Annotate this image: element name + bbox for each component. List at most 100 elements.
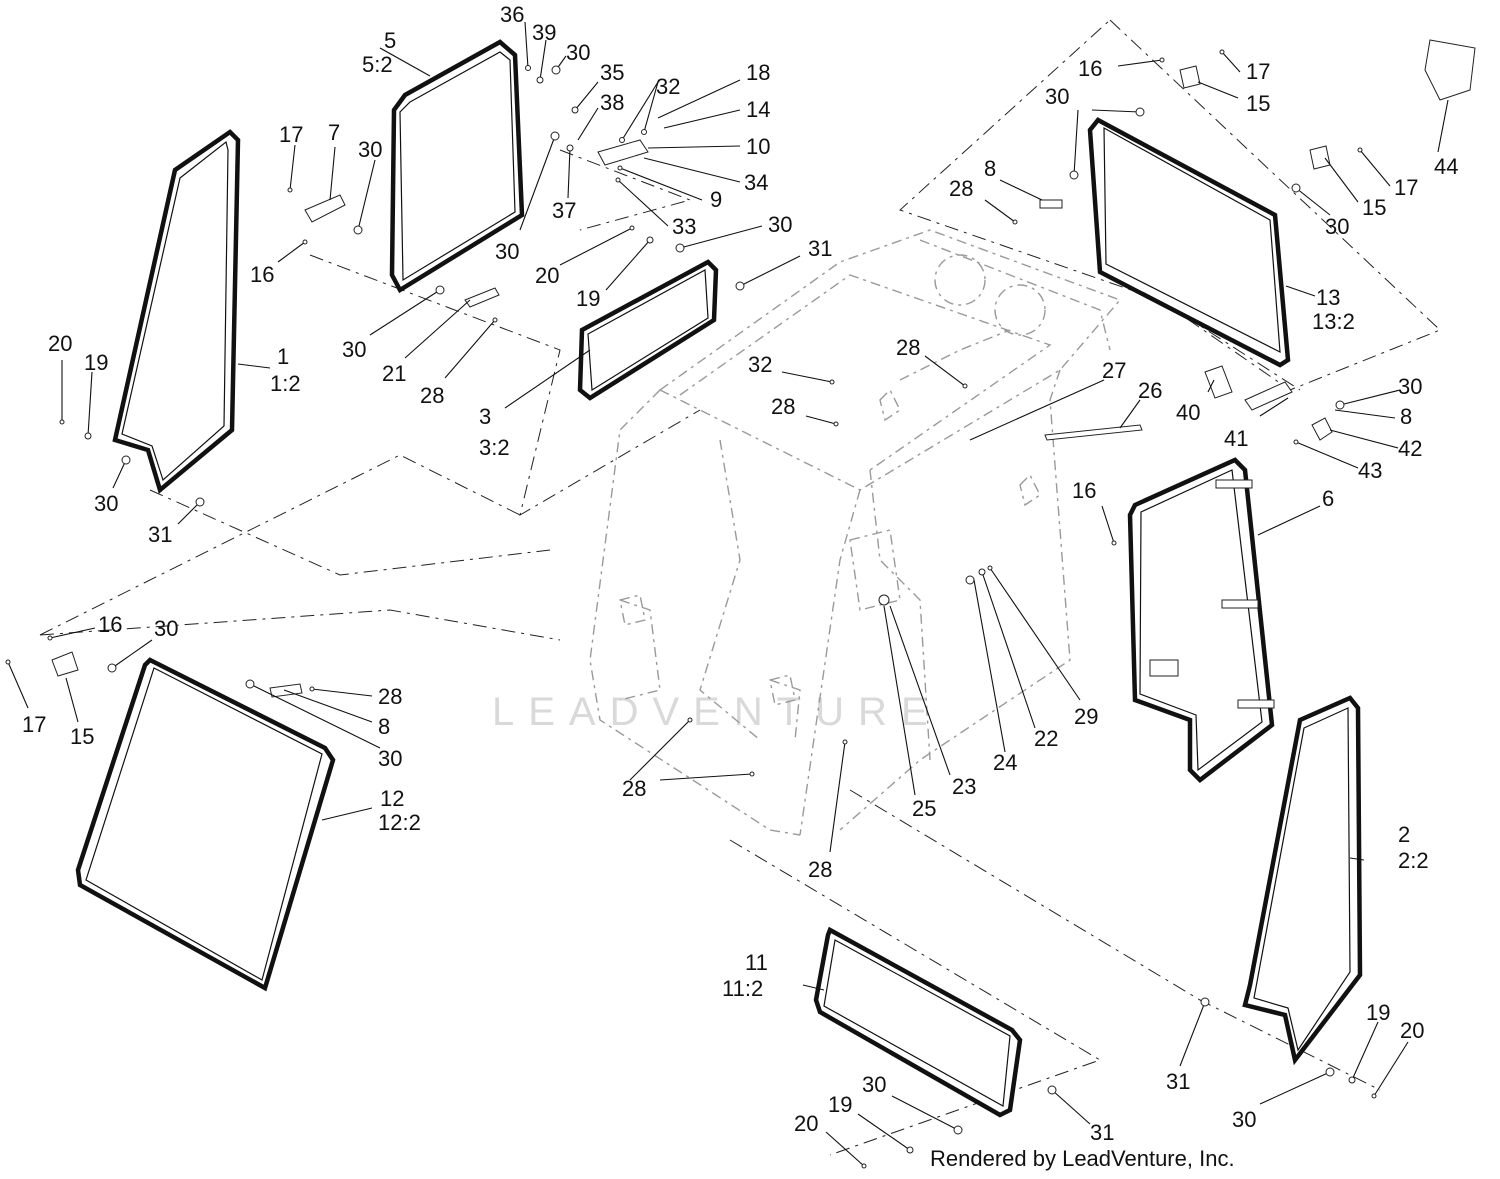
callout-22: 22 (1034, 726, 1058, 751)
bracket-15-right (1309, 145, 1331, 170)
callout-30-f: 30 (1045, 84, 1069, 109)
callout-20-right: 20 (1400, 1018, 1424, 1043)
glass-panel-11 (813, 926, 1023, 1118)
callout-30-g: 30 (1325, 214, 1349, 239)
bracket-15-top (1179, 65, 1201, 89)
callout-9: 9 (710, 187, 722, 212)
callout-16-top: 16 (1078, 56, 1102, 81)
callout-5-2: 5:2 (362, 52, 393, 77)
glass-panel-12 (75, 657, 336, 992)
callout-34: 34 (744, 170, 768, 195)
callout-37: 37 (552, 198, 576, 223)
callout-28-bottom: 28 (808, 857, 832, 882)
callout-14: 14 (746, 97, 770, 122)
callout-27: 27 (1102, 358, 1126, 383)
callout-30-j: 30 (154, 616, 178, 641)
callout-25: 25 (912, 796, 936, 821)
callout-3-2: 3:2 (479, 435, 510, 460)
cab-frame (589, 229, 1122, 836)
callout-16-mid: 16 (1072, 478, 1096, 503)
callout-43: 43 (1358, 458, 1382, 483)
knob-25 (878, 594, 890, 606)
callout-17-upper-left: 17 (279, 122, 303, 147)
latch (1149, 659, 1179, 677)
callout-20-left: 20 (48, 331, 72, 356)
callout-28-bottom-left: 28 (622, 776, 646, 801)
callout-2-2: 2:2 (1398, 848, 1429, 873)
callout-42: 42 (1398, 436, 1422, 461)
callout-8-left: 8 (378, 714, 390, 739)
callout-33: 33 (672, 214, 696, 239)
callout-15-right: 15 (1362, 195, 1386, 220)
callout-8-top: 8 (984, 156, 996, 181)
callout-11: 11 (745, 950, 768, 975)
latch-assembly (597, 139, 649, 166)
callout-35: 35 (600, 60, 624, 85)
callout-15-left: 15 (70, 724, 94, 749)
callout-32-top: 32 (656, 74, 680, 99)
callout-11-2: 11:2 (722, 976, 763, 1001)
callout-19-left: 19 (84, 350, 108, 375)
callout-28-top: 28 (949, 176, 973, 201)
hinge (1221, 599, 1259, 609)
callout-29: 29 (1074, 704, 1098, 729)
callout-30-a: 30 (566, 40, 590, 65)
callout-19-right: 19 (1366, 1000, 1390, 1025)
callout-7: 7 (328, 120, 340, 145)
callout-41: 41 (1224, 426, 1248, 451)
callout-31-top: 31 (808, 236, 832, 261)
callout-1-2: 1:2 (270, 371, 301, 396)
latch-42 (1311, 417, 1333, 441)
callout-44: 44 (1434, 154, 1458, 179)
callout-20-mid: 20 (535, 263, 559, 288)
glass-panel-2 (1242, 695, 1363, 1066)
glass-panel-3 (577, 259, 719, 401)
hinge (1237, 699, 1275, 709)
callout-26: 26 (1138, 378, 1162, 403)
callout-31-left: 31 (148, 522, 172, 547)
callout-30-k: 30 (378, 746, 402, 771)
callout-31-right: 31 (1166, 1069, 1190, 1094)
callout-19-mid: 19 (576, 286, 600, 311)
callout-17-top: 17 (1246, 59, 1270, 84)
bracket-7 (304, 194, 346, 223)
callout-17-left: 17 (22, 712, 46, 737)
callout-16-upper-left: 16 (250, 262, 274, 287)
bracket-21 (464, 287, 500, 308)
callout-30-c: 30 (495, 239, 519, 264)
callout-16-left: 16 (98, 612, 122, 637)
callout-12-2: 12:2 (378, 810, 421, 835)
decal-44 (1424, 39, 1476, 101)
callout-5: 5 (384, 28, 396, 53)
callout-19-bottom: 19 (828, 1092, 852, 1117)
glass-panel-13 (1087, 117, 1291, 368)
assembly-lines (39, 19, 1441, 1156)
callout-28-upper-left: 28 (420, 383, 444, 408)
callout-36: 36 (500, 2, 524, 27)
bracket-8 (1039, 199, 1063, 209)
callout-labels: 1 1:2 2 2:2 3 3:2 5 5:2 6 7 8 8 8 9 10 1… (22, 2, 1458, 1145)
strut-26 (1044, 424, 1143, 441)
callout-20-bottom: 20 (794, 1111, 818, 1136)
callout-17-right: 17 (1394, 175, 1418, 200)
callout-30-l: 30 (1232, 1107, 1256, 1132)
callout-31-bottom: 31 (1090, 1120, 1114, 1145)
callout-13: 13 (1316, 285, 1340, 310)
washer-24 (965, 575, 975, 585)
leader-lines (7, 21, 1449, 1167)
callout-30-h: 30 (1398, 374, 1422, 399)
callout-28-center: 28 (771, 394, 795, 419)
glass-panel-1 (112, 129, 241, 494)
callout-28-left: 28 (378, 684, 402, 709)
glass-panel-6 (1127, 457, 1275, 783)
hinge (1215, 479, 1253, 489)
callout-39: 39 (532, 20, 556, 45)
callout-30-i: 30 (94, 491, 118, 516)
callout-1: 1 (277, 344, 289, 369)
callout-18: 18 (746, 60, 770, 85)
callout-32-center: 32 (748, 352, 772, 377)
fasteners (5, 49, 1377, 1169)
callout-30-e: 30 (342, 337, 366, 362)
callout-38: 38 (600, 90, 624, 115)
